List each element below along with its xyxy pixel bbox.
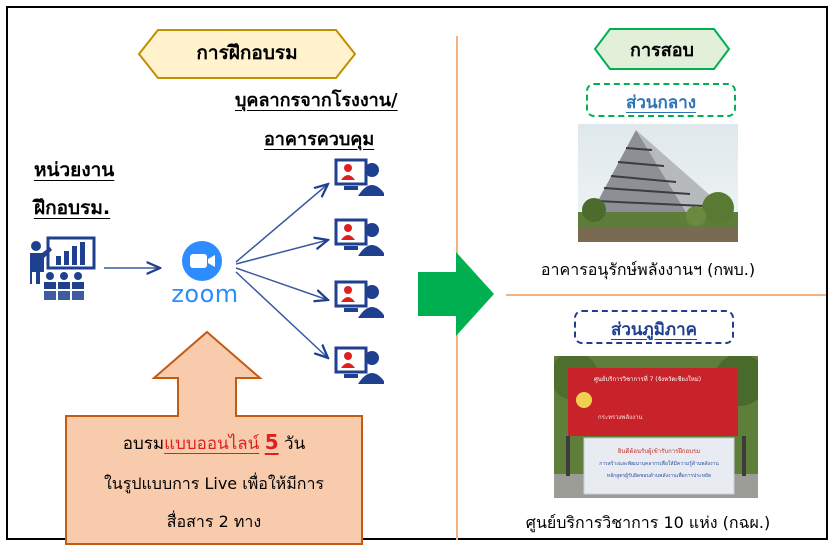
staff-label-line2: อาคารควบคุม	[264, 129, 375, 150]
central-building-photo	[578, 124, 738, 242]
person-at-monitor-icon	[334, 158, 384, 196]
slide-frame	[6, 6, 828, 540]
callout-suffix: วัน	[284, 434, 306, 454]
arrow-zoom-to-person-1	[235, 184, 328, 263]
central-caption: อาคารอนุรักษ์พลังงานฯ (กพบ.)	[540, 260, 756, 279]
staff-label-line1: บุคลากรจากโรงงาน/	[235, 90, 398, 111]
zoom-wordmark: zoom	[171, 280, 239, 308]
sign-sub: กระทรวงพลังงาน	[598, 414, 643, 421]
callout-days: 5	[264, 430, 279, 454]
arrow-zoom-to-person-3	[235, 267, 328, 300]
banner-line3: หลักสูตรผู้รับผิดชอบด้านพลังงานเพื่อการป…	[606, 473, 712, 479]
regional-photo-scene	[554, 356, 758, 498]
online-training-callout	[65, 330, 363, 545]
banner-line2: การสร้างและพัฒนาบุคลากรเพื่อให้มีความรู้…	[599, 461, 719, 467]
training-unit-line1: หน่วยงาน	[34, 159, 115, 181]
callout-line3: สื่อสาร 2 ทาง	[166, 512, 262, 531]
regional-caption: ศูนย์บริการวิชาการ 10 แห่ง (กฉผ.)	[525, 513, 771, 532]
callout-online: แบบออนไลน์	[164, 434, 260, 454]
callout-line1: อบรมแบบออนไลน์ 5 วัน	[66, 430, 362, 457]
callout-prefix: อบรม	[122, 434, 165, 454]
training-header-label: การฝึกอบรม	[196, 42, 298, 64]
regional-label: ส่วนภูมิภาค	[610, 320, 698, 340]
green-transition-arrow	[418, 252, 494, 336]
exam-divider	[506, 294, 826, 296]
callout-line2: ในรูปแบบการ Live เพื่อให้มีการ	[103, 474, 325, 493]
central-label: ส่วนกลาง	[625, 93, 697, 113]
training-header-hexagon	[137, 29, 357, 79]
arrow-zoom-to-person-2	[235, 240, 328, 265]
sign-title: ศูนย์บริการวิชาการที่ 7 (จังหวัดเชียงใหม…	[594, 376, 702, 383]
arrow-zoom-to-person-4	[235, 271, 328, 358]
zoom-camera-icon	[182, 241, 222, 281]
presentation-trainer-icon	[30, 236, 96, 300]
exam-header-hexagon	[593, 28, 731, 70]
regional-label-box	[574, 310, 734, 344]
banner-line1: ยินดีต้อนรับผู้เข้ารับการฝึกอบรม	[617, 448, 701, 455]
person-at-monitor-icon	[334, 218, 384, 256]
regional-center-photo: ศูนย์บริการวิชาการที่ 7 (จังหวัดเชียงใหม…	[554, 356, 758, 498]
training-unit-line2: ฝึกอบรม.	[34, 197, 111, 219]
central-label-box	[586, 83, 736, 117]
person-at-monitor-icon	[334, 346, 384, 384]
exam-header-label: การสอบ	[630, 40, 694, 61]
person-at-monitor-icon	[334, 280, 384, 318]
